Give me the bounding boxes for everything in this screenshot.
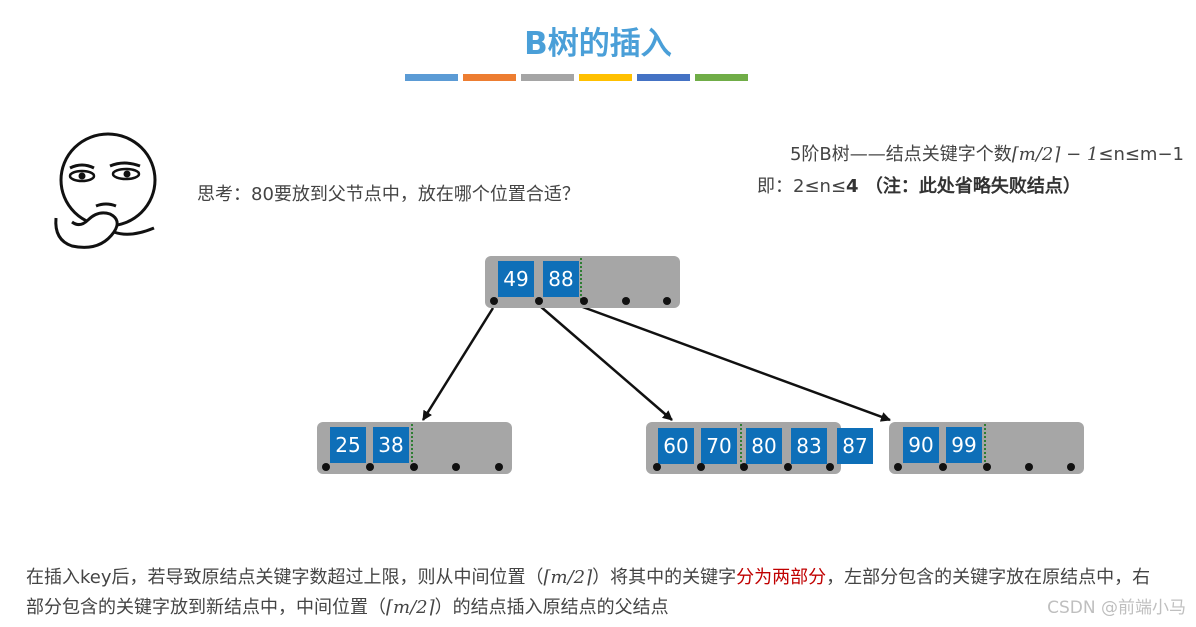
rule-line-1-math: ⌈m/2⌉ − 1 (1011, 144, 1099, 165)
middle-pointer (740, 463, 748, 471)
right-key-1: 90 (903, 427, 939, 463)
root-pointer (535, 297, 543, 305)
watermark: CSDN @前端小马 (1047, 598, 1186, 618)
rule-line-1-suffix: ≤n≤m−1 (1098, 144, 1184, 165)
paragraph-math-1: ⌈m/2⌉ (543, 567, 593, 588)
middle-key-2: 70 (701, 428, 737, 464)
root-insert-divider (580, 258, 582, 300)
left-pointer (452, 463, 460, 471)
explanation-paragraph: 在插入key后，若导致原结点关键字数超过上限，则从中间位置（⌈m/2⌉）将其中的… (26, 563, 1166, 623)
root-pointer (622, 297, 630, 305)
accent-bar-dark-blue (637, 74, 690, 81)
overflow-key: 87 (837, 428, 873, 464)
left-key-2: 38 (373, 427, 409, 463)
paragraph-part-1: 在插入key后，若导致原结点关键字数超过上限，则从中间位置（ (26, 567, 544, 588)
middle-insert-divider (740, 424, 742, 466)
middle-key-4: 83 (791, 428, 827, 464)
middle-pointer (784, 463, 792, 471)
root-pointer (663, 297, 671, 305)
right-pointer (1025, 463, 1033, 471)
right-pointer (939, 463, 947, 471)
left-pointer (495, 463, 503, 471)
left-pointer (410, 463, 418, 471)
root-key-1: 49 (498, 261, 534, 297)
middle-pointer (653, 463, 661, 471)
middle-pointer (826, 463, 834, 471)
root-key-2: 88 (543, 261, 579, 297)
edge-root-to-right (579, 304, 891, 422)
accent-bar-yellow (579, 74, 632, 81)
paragraph-emphasis: 分为两部分 (736, 567, 827, 588)
left-key-1: 25 (330, 427, 366, 463)
left-pointer (322, 463, 330, 471)
root-pointer (490, 297, 498, 305)
accent-bar-gray (521, 74, 574, 81)
root-pointer (580, 297, 588, 305)
middle-key-1: 60 (658, 428, 694, 464)
rule-line-1: 5阶B树——结点关键字个数⌈m/2⌉ − 1≤n≤m−1 (790, 140, 1184, 166)
rule-line-2-bold: 4 （注：此处省略失败结点） (846, 176, 1081, 197)
tree-node-left: 25 38 (317, 422, 512, 474)
right-pointer (983, 463, 991, 471)
paragraph-part-4: ）的结点插入原结点的父结点 (434, 597, 669, 618)
tree-node-root: 49 88 (485, 256, 680, 308)
paragraph-math-2: ⌈m/2⌉ (386, 597, 435, 618)
rule-line-1-prefix: 5阶B树——结点关键字个数 (789, 144, 1012, 165)
right-pointer (1067, 463, 1075, 471)
paragraph-part-2: ）将其中的关键字 (592, 567, 737, 588)
edge-root-to-left (421, 307, 495, 421)
tree-node-right: 90 99 (889, 422, 1084, 474)
accent-bar-green (695, 74, 748, 81)
thinking-prompt: 思考：80要放到父节点中，放在哪个位置合适？ (197, 184, 580, 205)
middle-key-3: 80 (746, 428, 782, 464)
right-pointer (894, 463, 902, 471)
page-title: B树的插入 (524, 26, 672, 62)
accent-bar-orange (463, 74, 516, 81)
left-insert-divider (411, 424, 413, 466)
edge-root-to-middle (539, 305, 673, 421)
accent-color-bars (405, 74, 748, 81)
right-insert-divider (984, 424, 986, 466)
rule-line-2: 即：2≤n≤4 （注：此处省略失败结点） (757, 172, 1081, 198)
middle-pointer (697, 463, 705, 471)
paragraph-part-3: ，左部分包含的关键字放在原结点中，右部分包含的关键字放到新结点中，中间位置（ (26, 567, 1151, 618)
accent-bar-blue (405, 74, 458, 81)
left-pointer (366, 463, 374, 471)
right-key-2: 99 (946, 427, 982, 463)
tree-node-middle: 60 70 80 83 (646, 422, 841, 474)
rule-line-2-prefix: 即：2≤n≤ (757, 176, 847, 197)
thinking-face-icon (54, 132, 157, 249)
